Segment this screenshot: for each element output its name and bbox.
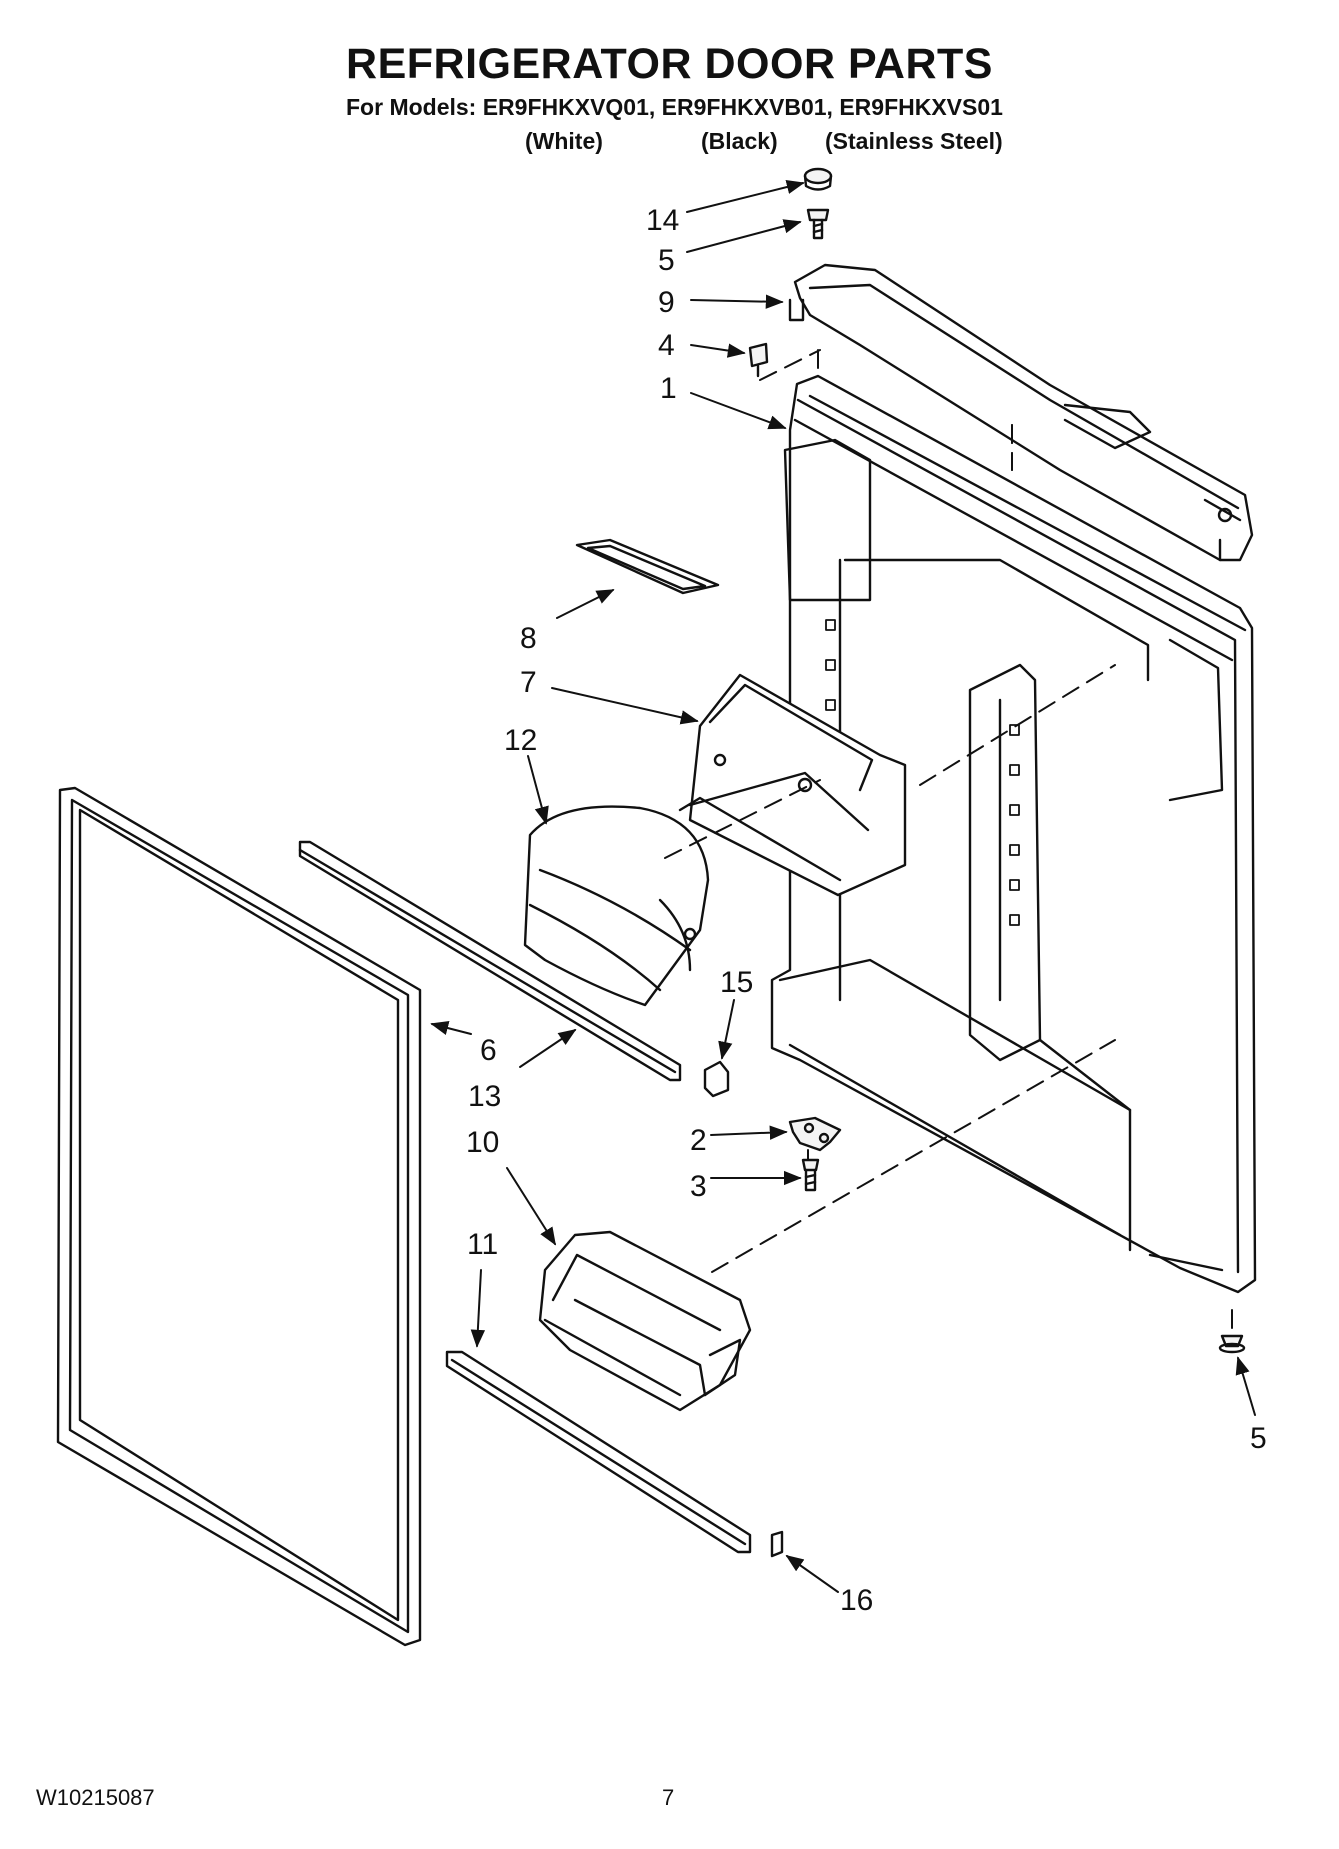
models-line: For Models: ER9FHKXVQ01, ER9FHKXVB01, ER… (346, 94, 1003, 120)
variant-stainless: (Stainless Steel) (825, 128, 1003, 154)
part-11-strip (445, 1350, 752, 1554)
callout-12: 12 (504, 724, 537, 757)
callout-7: 7 (520, 666, 537, 699)
part-6-gasket (56, 786, 422, 1647)
part-2-hinge-bracket (788, 1116, 842, 1152)
callout-5-top: 5 (658, 244, 675, 277)
variant-white: (White) (525, 128, 603, 154)
part-15-clip (703, 1060, 730, 1098)
part-16-clip (770, 1530, 784, 1558)
part-8-frame (575, 538, 720, 595)
part-3-screw (801, 1158, 820, 1192)
callout-1: 1 (660, 372, 677, 405)
part-7-dispenser-housing (678, 673, 907, 897)
part-9-door-cap (788, 263, 1254, 562)
part-12-cover (523, 805, 710, 1007)
callout-15: 15 (720, 966, 753, 999)
part-10-door-bin (538, 1230, 752, 1412)
callout-4: 4 (658, 329, 675, 362)
part-4-screw (748, 342, 769, 378)
part-1-door-liner (770, 374, 1257, 1294)
callout-5-bottom: 5 (1250, 1422, 1267, 1455)
part-13-strip (298, 840, 682, 1082)
part-5-screw-top (806, 208, 830, 240)
callout-2: 2 (690, 1124, 707, 1157)
callout-10: 10 (466, 1126, 499, 1159)
callout-14: 14 (646, 204, 679, 237)
callout-11: 11 (467, 1228, 498, 1261)
callout-numbers: 14 5 9 4 1 8 7 12 15 6 13 2 3 10 11 16 5 (466, 204, 1267, 1617)
callout-9: 9 (658, 286, 675, 319)
callout-3: 3 (690, 1170, 707, 1203)
page-title: REFRIGERATOR DOOR PARTS (346, 40, 993, 88)
callout-8: 8 (520, 622, 537, 655)
callout-16: 16 (840, 1584, 873, 1617)
variant-black: (Black) (701, 128, 778, 154)
part-14-cap (803, 167, 833, 191)
callout-13: 13 (468, 1080, 501, 1113)
callout-6: 6 (480, 1034, 497, 1067)
part-5-pin-bottom (1218, 1334, 1246, 1354)
part-number: W10215087 (36, 1785, 155, 1810)
page-number: 7 (662, 1785, 675, 1810)
